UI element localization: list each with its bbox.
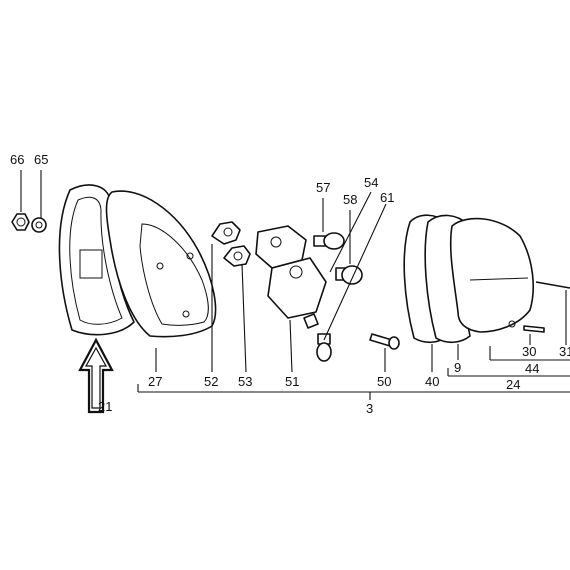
label-52: 52 [204,374,218,389]
label-3: 3 [366,401,373,416]
label-54: 54 [364,175,378,190]
part-bulb-61 [316,333,332,362]
label-65: 65 [34,152,48,167]
label-40: 40 [425,374,439,389]
label-51: 51 [285,374,299,389]
label-21: 21 [98,399,112,414]
part-bulb-57 [313,232,345,250]
up-arrow-icon [78,337,114,414]
part-socket-52 [211,221,241,245]
bracket-lines [137,346,570,400]
label-58: 58 [343,192,357,207]
part-number-labels: 66 65 57 54 58 61 27 52 53 51 50 40 9 24… [10,152,570,416]
part-lens-24 [449,217,534,333]
part-socket-53 [223,245,251,267]
label-44: 44 [525,361,539,376]
label-57: 57 [316,180,330,195]
part-bulb-holder-51 [255,225,327,319]
label-50: 50 [377,374,391,389]
part-housing-27 [105,190,217,338]
part-screw-30 [523,325,545,333]
leader-lines [20,170,567,373]
label-53: 53 [238,374,252,389]
label-30: 30 [522,344,536,359]
label-31: 31 [559,344,570,359]
part-screw-50 [369,333,400,350]
label-27: 27 [148,374,162,389]
part-clip-54 [303,313,319,329]
label-24: 24 [506,377,520,392]
label-66: 66 [10,152,24,167]
label-61: 61 [380,190,394,205]
part-long-screw-31 [535,281,570,289]
label-9: 9 [454,360,461,375]
part-nut-66 [11,213,30,231]
part-bulb-58 [335,265,363,285]
part-washer-65 [31,217,47,233]
